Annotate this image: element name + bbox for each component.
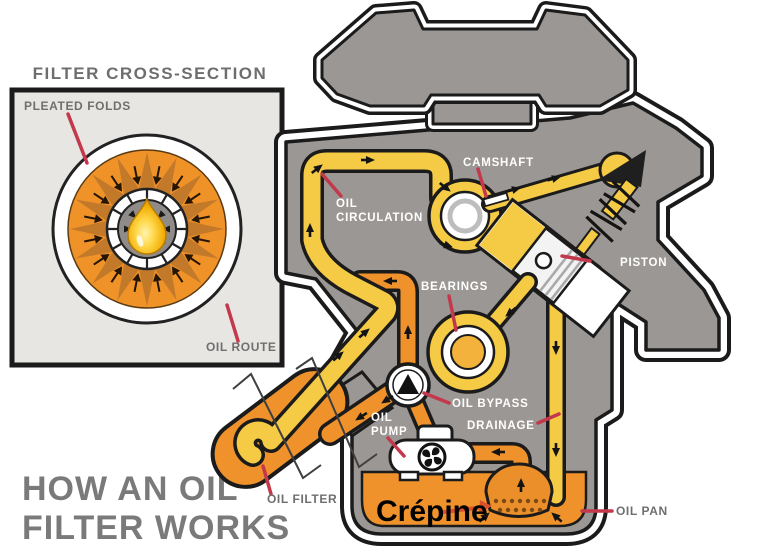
cross-section-heading: FILTER CROSS-SECTION — [33, 64, 268, 83]
pushrod-channel — [481, 159, 623, 213]
valve-cover — [313, 1, 637, 115]
oil-bypass-valve — [385, 362, 431, 408]
cylinder-bore — [474, 197, 632, 339]
camshaft-label: CAMSHAFT — [463, 157, 534, 169]
oil-gallery-channel — [233, 149, 453, 467]
oil-pump-label-line1: OIL — [371, 412, 393, 424]
oil-bypass-label: OIL BYPASS — [452, 398, 529, 410]
filter-rosette — [38, 120, 256, 338]
piston-pointer-line — [560, 254, 592, 263]
piston-label: PISTON — [620, 257, 667, 269]
oil-filter-label: OIL FILTER — [267, 492, 337, 506]
oil-pump-pointer-line — [386, 436, 406, 458]
title-line-2: FILTER WORKS — [22, 509, 290, 547]
strainer — [484, 462, 554, 518]
oil-drop-icon — [127, 197, 167, 255]
section-cut-markers — [232, 356, 378, 480]
drainage-pointer-line — [536, 412, 561, 425]
oil-circulation-pointer-line — [320, 172, 343, 198]
wrist-pin — [534, 251, 553, 270]
bearings-label: BEARINGS — [421, 281, 488, 293]
oil-pan-label: OIL PAN — [616, 504, 668, 518]
oil-route-pointer-line — [225, 303, 240, 343]
oil-pump — [388, 424, 476, 482]
pointer-lines — [261, 167, 614, 513]
oil-route-label: OIL ROUTE — [206, 340, 277, 354]
engine-labels: OIL CIRCULATION CAMSHAFT PISTON BEARINGS… — [267, 157, 668, 528]
oil-circulation-label-line2: CIRCULATION — [336, 212, 423, 224]
cam-lifter — [482, 191, 510, 208]
crepine-arrow — [442, 500, 492, 514]
strainer-mesh — [493, 498, 547, 513]
bearings-pointer-line — [447, 294, 458, 332]
pleated-folds-pointer-line — [66, 112, 89, 165]
oil-pump-label-line2: PUMP — [371, 426, 407, 438]
oil-filter-pointer-line — [261, 464, 273, 496]
camshaft-pointer-line — [476, 167, 488, 198]
bearing — [426, 310, 510, 394]
oil-bypass-pointer-line — [422, 391, 451, 405]
title-line-1: HOW AN OIL — [22, 470, 239, 508]
center-tube-spokes — [107, 189, 187, 269]
cross-section-panel: FILTER CROSS-SECTION — [9, 64, 285, 368]
rocker-arm — [598, 150, 646, 187]
oil-circulation-label-line1: OIL — [336, 198, 358, 210]
main-title: HOW AN OIL FILTER WORKS — [22, 470, 290, 547]
pleated-folds-label: PLEATED FOLDS — [24, 99, 131, 113]
crepine-annotation: Crépine — [376, 495, 488, 528]
pump-impeller-icon — [417, 442, 447, 472]
drainage-label: DRAINAGE — [467, 420, 535, 432]
